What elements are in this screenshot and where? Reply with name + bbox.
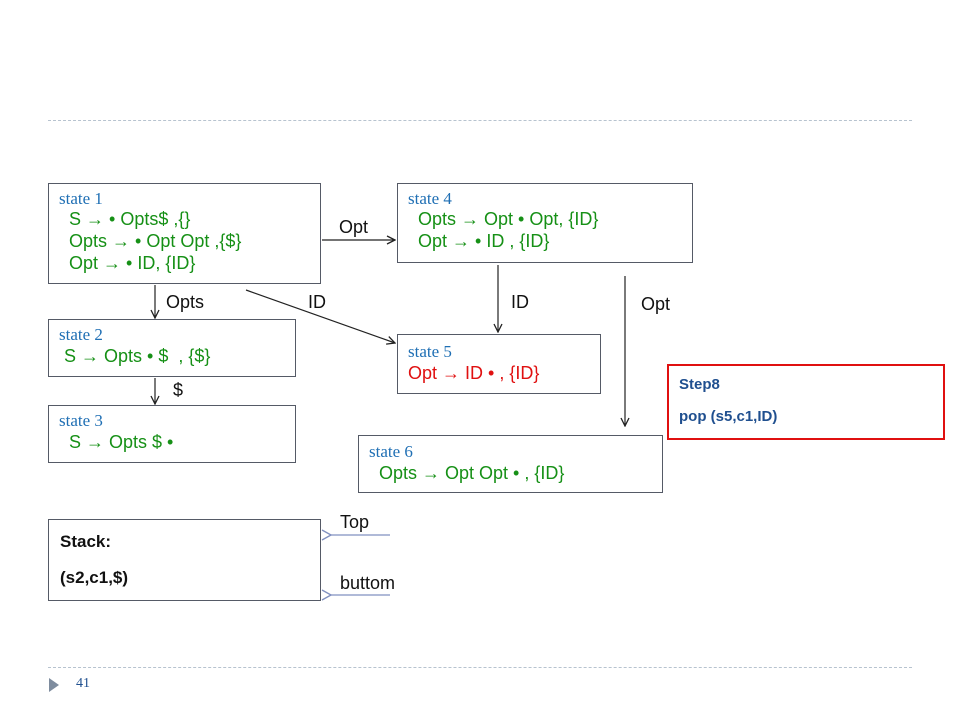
stack-title: Stack:: [60, 532, 112, 551]
state-5-title: state 5: [408, 342, 452, 361]
state-3-item-1: S → Opts $ •: [59, 432, 174, 452]
state-1-item-1: S → • Opts$ ,{}: [59, 209, 191, 229]
state-1-item-3: Opt → • ID, {ID}: [59, 253, 196, 273]
edge-label-s1-s5: ID: [308, 292, 326, 312]
stack-bottom-label: buttom: [340, 573, 396, 593]
state-1-item-2: Opts → • Opt Opt ,{$}: [59, 231, 242, 251]
state-1-title: state 1: [59, 189, 103, 208]
arrow-s1-to-s5: [245, 289, 395, 343]
state-3-title: state 3: [59, 411, 103, 430]
edge-label-s1-s4: Opt: [339, 217, 369, 237]
state-6-title: state 6: [369, 442, 413, 461]
edge-label-s2-s3: $: [173, 380, 184, 400]
state-6-item-1: Opts → Opt Opt • , {ID}: [369, 463, 565, 483]
state-6-box: state 6 Opts → Opt Opt • , {ID}: [358, 435, 663, 493]
state-4-item-1: Opts → Opt • Opt, {ID}: [408, 209, 599, 229]
edge-label-s4-s5: ID: [511, 292, 529, 312]
step-box: Step8 pop (s5,c1,ID): [667, 364, 945, 440]
top-divider: [48, 120, 912, 121]
state-5-item-1: Opt → ID • , {ID}: [408, 363, 540, 383]
page-number: 41: [76, 676, 90, 691]
edge-label-s1-s2: Opts: [166, 292, 205, 312]
state-1-box: state 1 S → • Opts$ ,{} Opts → • Opt Opt…: [48, 183, 321, 284]
stack-content: (s2,c1,$): [60, 568, 129, 587]
state-4-title: state 4: [408, 189, 452, 208]
stack-box: Stack: (s2,c1,$): [48, 519, 321, 601]
step-action: pop (s5,c1,ID): [679, 408, 778, 425]
stack-top-label: Top: [340, 512, 370, 532]
state-2-title: state 2: [59, 325, 103, 344]
footer-bullet-icon: [49, 678, 59, 692]
state-4-box: state 4 Opts → Opt • Opt, {ID} Opt → • I…: [397, 183, 693, 263]
state-2-item-1: S → Opts • $ , {$}: [59, 346, 211, 366]
bottom-divider: [48, 667, 912, 668]
state-4-item-2: Opt → • ID , {ID}: [408, 231, 550, 251]
step-title: Step8: [679, 376, 720, 393]
state-5-box: state 5 Opt → ID • , {ID}: [397, 334, 601, 394]
state-3-box: state 3 S → Opts $ •: [48, 405, 296, 463]
edge-label-s4-s6: Opt: [641, 294, 671, 314]
state-2-box: state 2 S → Opts • $ , {$}: [48, 319, 296, 377]
